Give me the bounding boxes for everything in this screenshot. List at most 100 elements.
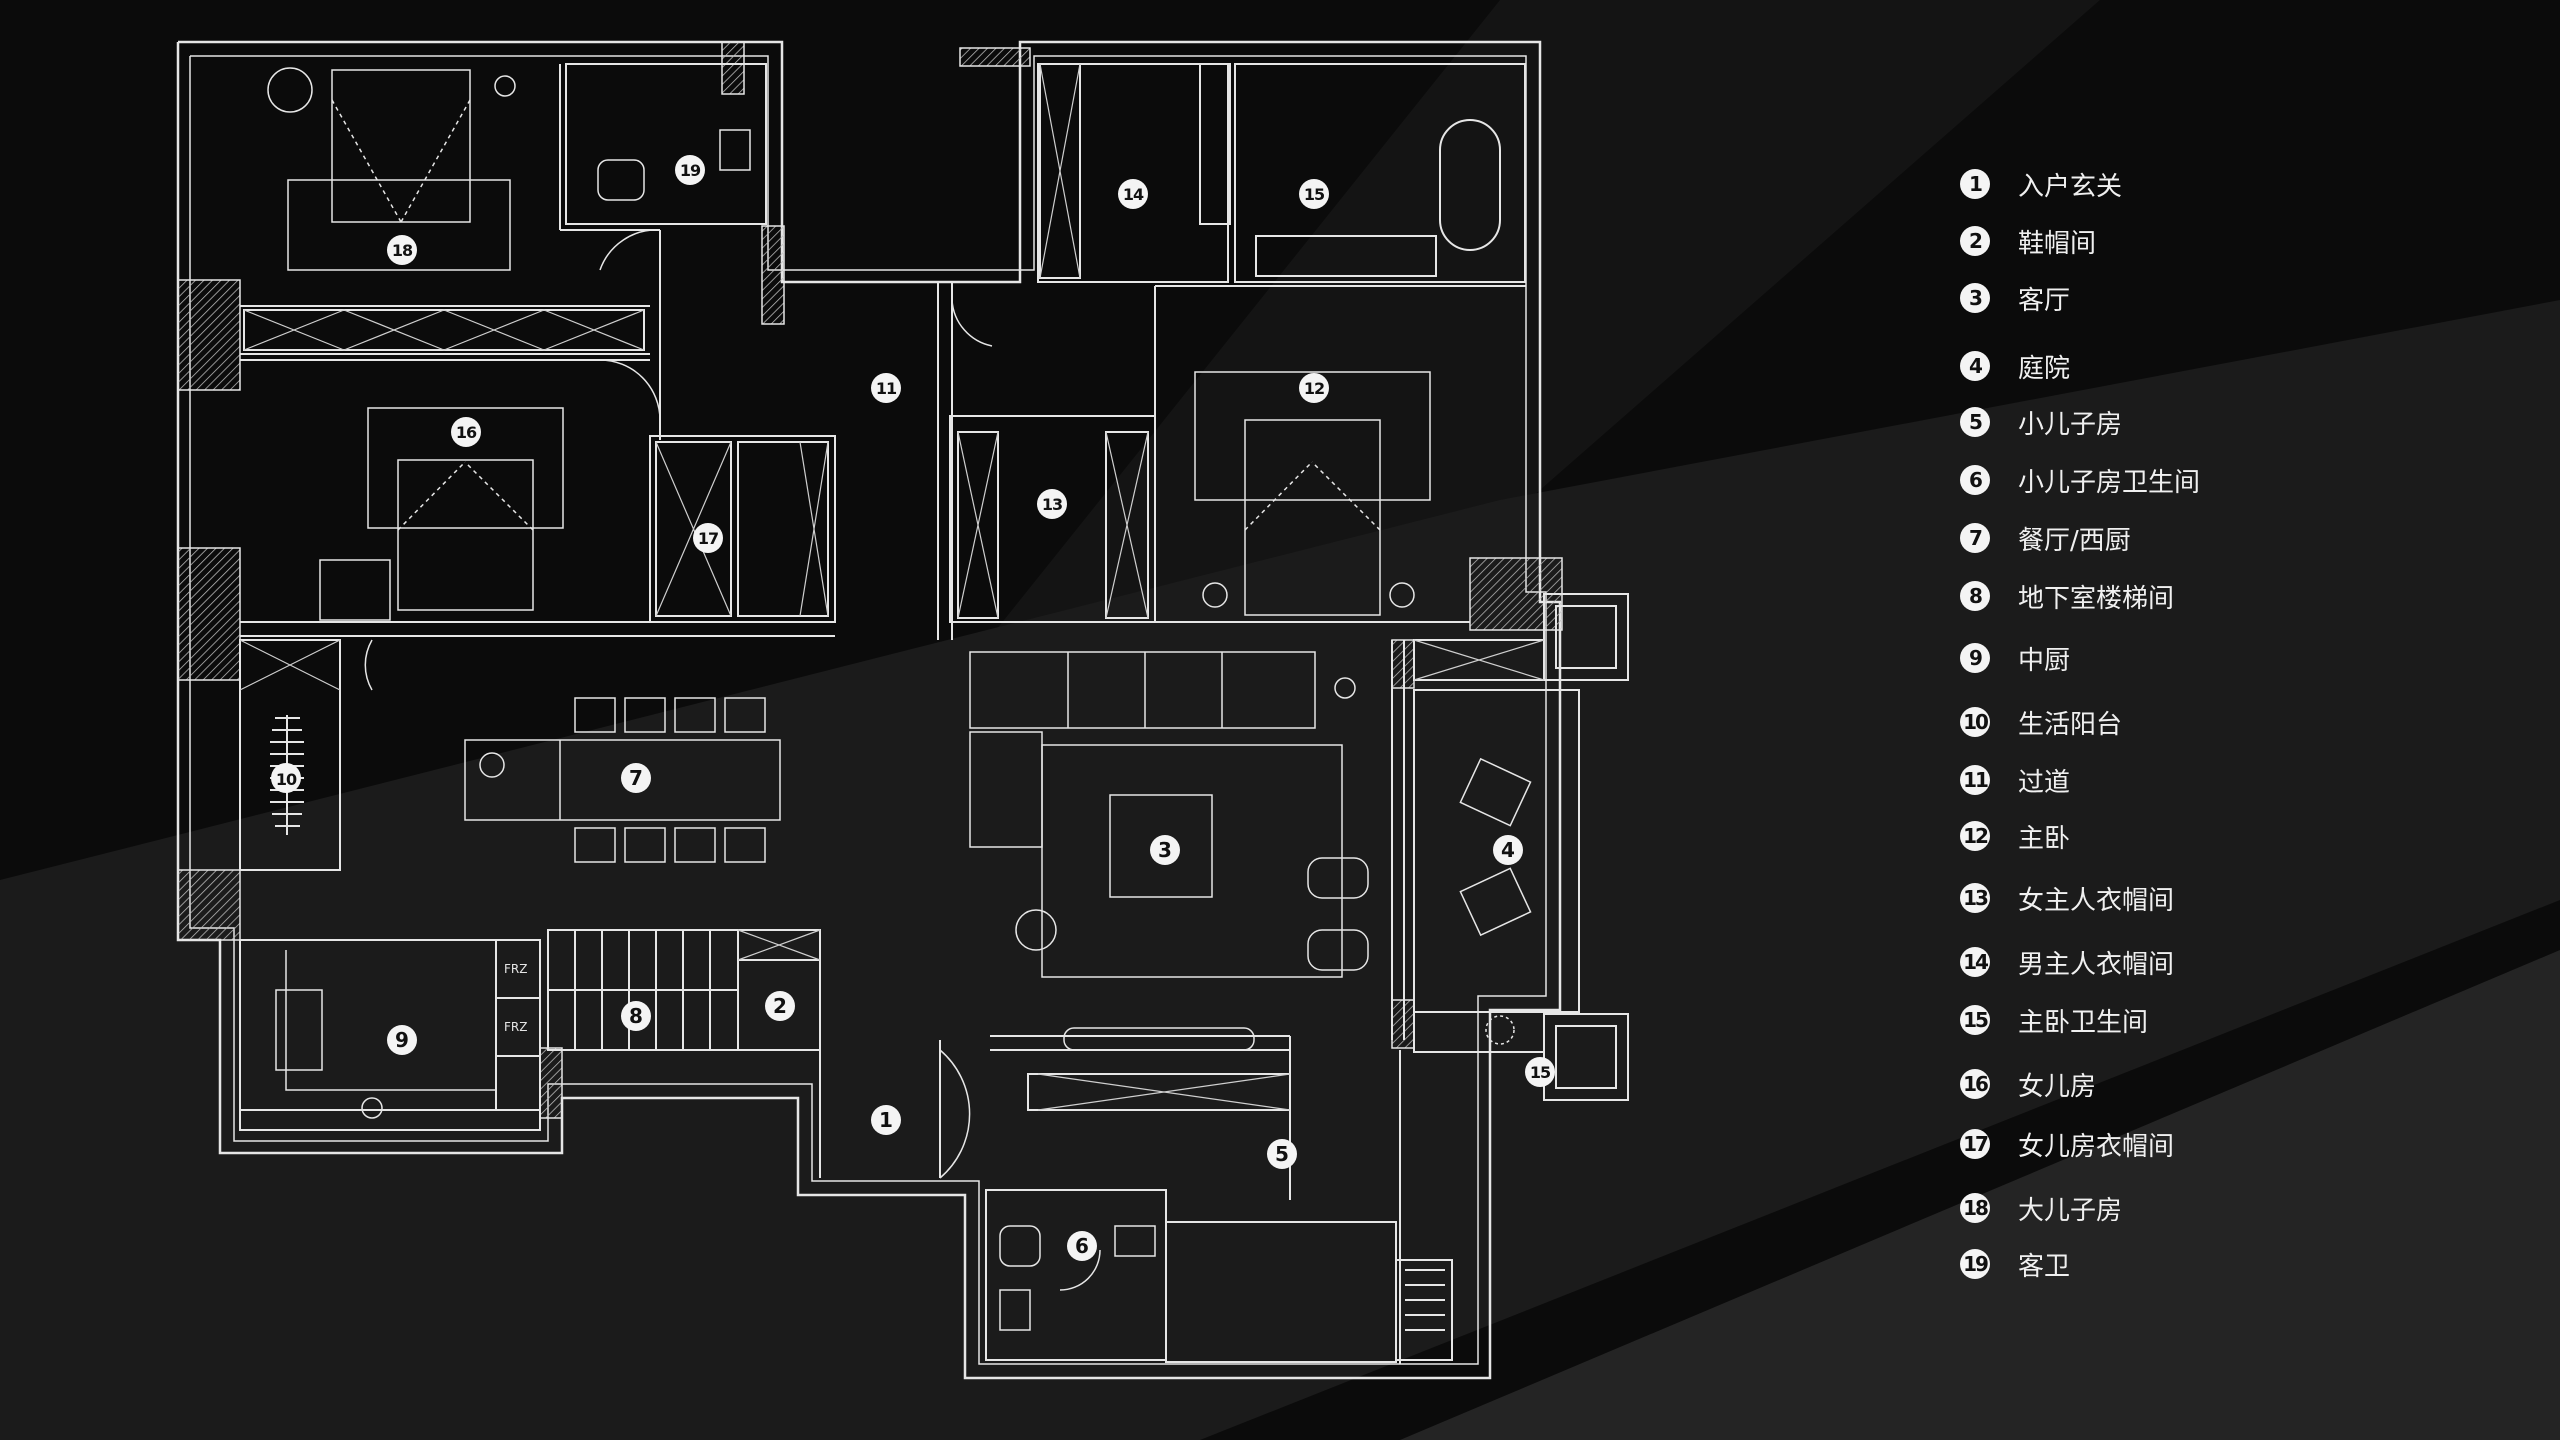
legend-number: 1 bbox=[1960, 169, 1990, 199]
badge-room-16-text: 16 bbox=[456, 423, 477, 442]
legend-label: 客卫 bbox=[2018, 1251, 2071, 1282]
badge-room-18-text: 18 bbox=[392, 241, 413, 260]
legend-item: 17 女儿房衣帽间 bbox=[1960, 1120, 2174, 1168]
dining-table bbox=[464, 739, 781, 821]
badge-room-17-text: 17 bbox=[698, 529, 718, 548]
legend-item: 10 生活阳台 bbox=[1960, 698, 2122, 746]
badge-room-18: 18 bbox=[387, 235, 417, 265]
legend-label: 主卧 bbox=[2018, 823, 2071, 854]
outer-walls bbox=[176, 40, 1562, 1380]
legend-label: 鞋帽间 bbox=[2018, 228, 2097, 259]
badge-room-15: 15 bbox=[1299, 179, 1329, 209]
legend-item: 15 主卧卫生间 bbox=[1960, 996, 2148, 1044]
badge-room-5: 5 bbox=[1267, 1139, 1297, 1169]
legend-item: 6 小儿子房卫生间 bbox=[1960, 456, 2200, 504]
legend-label: 女儿房衣帽间 bbox=[2018, 1131, 2175, 1162]
legend-number: 15 bbox=[1960, 1005, 1990, 1035]
badge-room-19-text: 19 bbox=[680, 161, 701, 180]
legend-item: 19 客卫 bbox=[1960, 1240, 2070, 1288]
badge-room-10: 10 bbox=[271, 763, 301, 793]
legend-item: 14 男主人衣帽间 bbox=[1960, 938, 2174, 986]
legend-item: 5 小儿子房 bbox=[1960, 398, 2122, 446]
legend-item: 2 鞋帽间 bbox=[1960, 217, 2096, 265]
badge-room-5-text: 5 bbox=[1275, 1142, 1289, 1166]
legend-label: 大儿子房 bbox=[2018, 1195, 2123, 1226]
legend-label: 地下室楼梯间 bbox=[2018, 583, 2175, 614]
closet-marks bbox=[239, 63, 1545, 1111]
legend-label: 生活阳台 bbox=[2018, 709, 2123, 740]
legend-label: 男主人衣帽间 bbox=[2018, 949, 2175, 980]
badge-room-2: 2 bbox=[765, 991, 795, 1021]
legend-number: 4 bbox=[1960, 351, 1990, 381]
badge-room-6: 6 bbox=[1067, 1231, 1097, 1261]
legend-number: 6 bbox=[1960, 465, 1990, 495]
legend-number: 9 bbox=[1960, 643, 1990, 673]
legend-label: 入户玄关 bbox=[2018, 171, 2123, 202]
badge-room-10-text: 10 bbox=[276, 770, 297, 789]
legend-label: 女主人衣帽间 bbox=[2018, 885, 2175, 916]
interior-walls bbox=[239, 63, 1629, 1364]
legend-number: 3 bbox=[1960, 283, 1990, 313]
legend-label: 餐厅/西厨 bbox=[2018, 525, 2131, 556]
badge-room-11-text: 11 bbox=[876, 379, 897, 398]
legend-number: 18 bbox=[1960, 1193, 1990, 1223]
badge-room-15b: 15 bbox=[1525, 1057, 1555, 1087]
badge-room-1: 1 bbox=[871, 1105, 901, 1135]
legend-item: 9 中厨 bbox=[1960, 634, 2070, 682]
legend-number: 13 bbox=[1960, 883, 1990, 913]
legend-label: 中厨 bbox=[2018, 645, 2071, 676]
badge-room-14-text: 14 bbox=[1123, 185, 1144, 204]
legend-label: 小儿子房卫生间 bbox=[2018, 467, 2201, 498]
legend-number: 19 bbox=[1960, 1249, 1990, 1279]
legend-number: 5 bbox=[1960, 407, 1990, 437]
badge-room-13-text: 13 bbox=[1042, 495, 1062, 514]
legend-number: 14 bbox=[1960, 947, 1990, 977]
legend-label: 主卧卫生间 bbox=[2018, 1007, 2149, 1038]
legend-item: 18 大儿子房 bbox=[1960, 1184, 2122, 1232]
furniture bbox=[267, 67, 1532, 1331]
legend-label: 庭院 bbox=[2018, 353, 2071, 384]
badge-room-4: 4 bbox=[1493, 835, 1523, 865]
badge-room-3: 3 bbox=[1150, 835, 1180, 865]
legend-number: 17 bbox=[1960, 1129, 1990, 1159]
legend-item: 1 入户玄关 bbox=[1960, 160, 2122, 208]
legend-item: 12 主卧 bbox=[1960, 812, 2070, 860]
living-rug bbox=[1041, 744, 1343, 978]
badge-room-17: 17 bbox=[693, 523, 723, 553]
legend-number: 2 bbox=[1960, 226, 1990, 256]
legend-item: 16 女儿房 bbox=[1960, 1060, 2096, 1108]
badge-room-15-text: 15 bbox=[1304, 185, 1325, 204]
room-badges: 1 2 3 4 5 6 7 8 9 10 11 12 13 14 15 15 1… bbox=[271, 155, 1555, 1261]
legend-number: 8 bbox=[1960, 581, 1990, 611]
legend-item: 4 庭院 bbox=[1960, 342, 2070, 390]
badge-room-12-text: 12 bbox=[1304, 379, 1324, 398]
bed-room-12 bbox=[1194, 371, 1431, 501]
legend-item: 7 餐厅/西厨 bbox=[1960, 514, 2131, 562]
legend-label: 小儿子房 bbox=[2018, 409, 2123, 440]
bed-room-16 bbox=[367, 407, 564, 529]
legend-number: 12 bbox=[1960, 821, 1990, 851]
diagonal-band-lower bbox=[0, 300, 2560, 1440]
sofa-back bbox=[969, 651, 1316, 729]
badge-room-15b-text: 15 bbox=[1530, 1063, 1551, 1082]
badge-room-19: 19 bbox=[675, 155, 705, 185]
badge-room-7: 7 bbox=[621, 763, 651, 793]
legend-item: 13 女主人衣帽间 bbox=[1960, 874, 2174, 922]
badge-room-16: 16 bbox=[451, 417, 481, 447]
legend-label: 女儿房 bbox=[2018, 1071, 2097, 1102]
badge-room-4-text: 4 bbox=[1501, 838, 1515, 862]
badge-room-12: 12 bbox=[1299, 373, 1329, 403]
badge-room-1-text: 1 bbox=[879, 1108, 893, 1132]
legend-item: 11 过道 bbox=[1960, 756, 2070, 804]
door-swings bbox=[364, 229, 1101, 1291]
legend-number: 7 bbox=[1960, 523, 1990, 553]
fridge-label: FRZ bbox=[504, 1020, 527, 1034]
badge-room-8-text: 8 bbox=[629, 1004, 643, 1028]
badge-room-9: 9 bbox=[387, 1025, 417, 1055]
legend-number: 11 bbox=[1960, 765, 1990, 795]
legend-item: 3 客厅 bbox=[1960, 274, 2070, 322]
legend-number: 10 bbox=[1960, 707, 1990, 737]
badge-room-11: 11 bbox=[871, 373, 901, 403]
structural-columns bbox=[177, 41, 1563, 1119]
fridge-label: FRZ bbox=[504, 962, 527, 976]
